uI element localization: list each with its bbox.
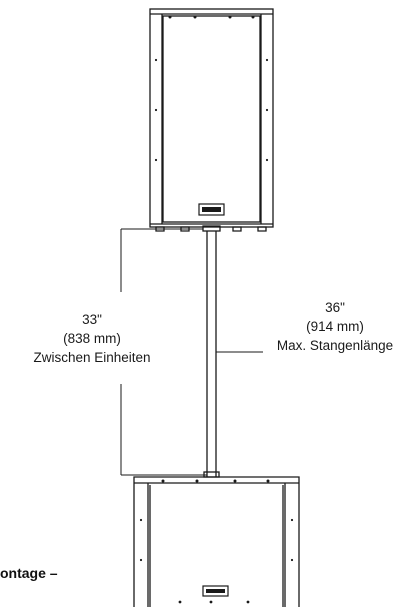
spacing-description: Zwischen Einheiten [33, 350, 151, 365]
lower-cabinet-screws [139, 479, 294, 604]
mounting-pole [206, 231, 217, 477]
figure-caption: ontage – [0, 565, 58, 581]
spacing-value-mm: (838 mm) [63, 331, 121, 346]
upper-cabinet-outline [149, 8, 274, 228]
pole-value-mm: (914 mm) [306, 319, 364, 334]
lower-cabinet-outline [133, 476, 300, 607]
upper-cabinet-logo-badge [198, 203, 225, 216]
lower-cabinet-logo-badge [202, 585, 229, 597]
spacing-dimension-label: 33" (838 mm) Zwischen Einheiten [17, 310, 167, 367]
pole-description: Max. Stangenlänge [276, 338, 394, 353]
lower-cabinet-pole-cup [203, 471, 220, 478]
upper-speaker-cabinet [149, 8, 274, 232]
lower-subwoofer-cabinet [133, 471, 300, 607]
upper-cabinet-screws [154, 15, 269, 162]
pole-length-label: 36" (914 mm) Max. Stangenlänge [255, 298, 415, 355]
upper-cabinet-feet [155, 226, 267, 232]
upper-cabinet-grille [162, 15, 261, 223]
spacing-dimension-bracket [120, 228, 207, 476]
pole-value-inches: 36" [325, 300, 345, 315]
spacing-value-inches: 33" [82, 312, 102, 327]
